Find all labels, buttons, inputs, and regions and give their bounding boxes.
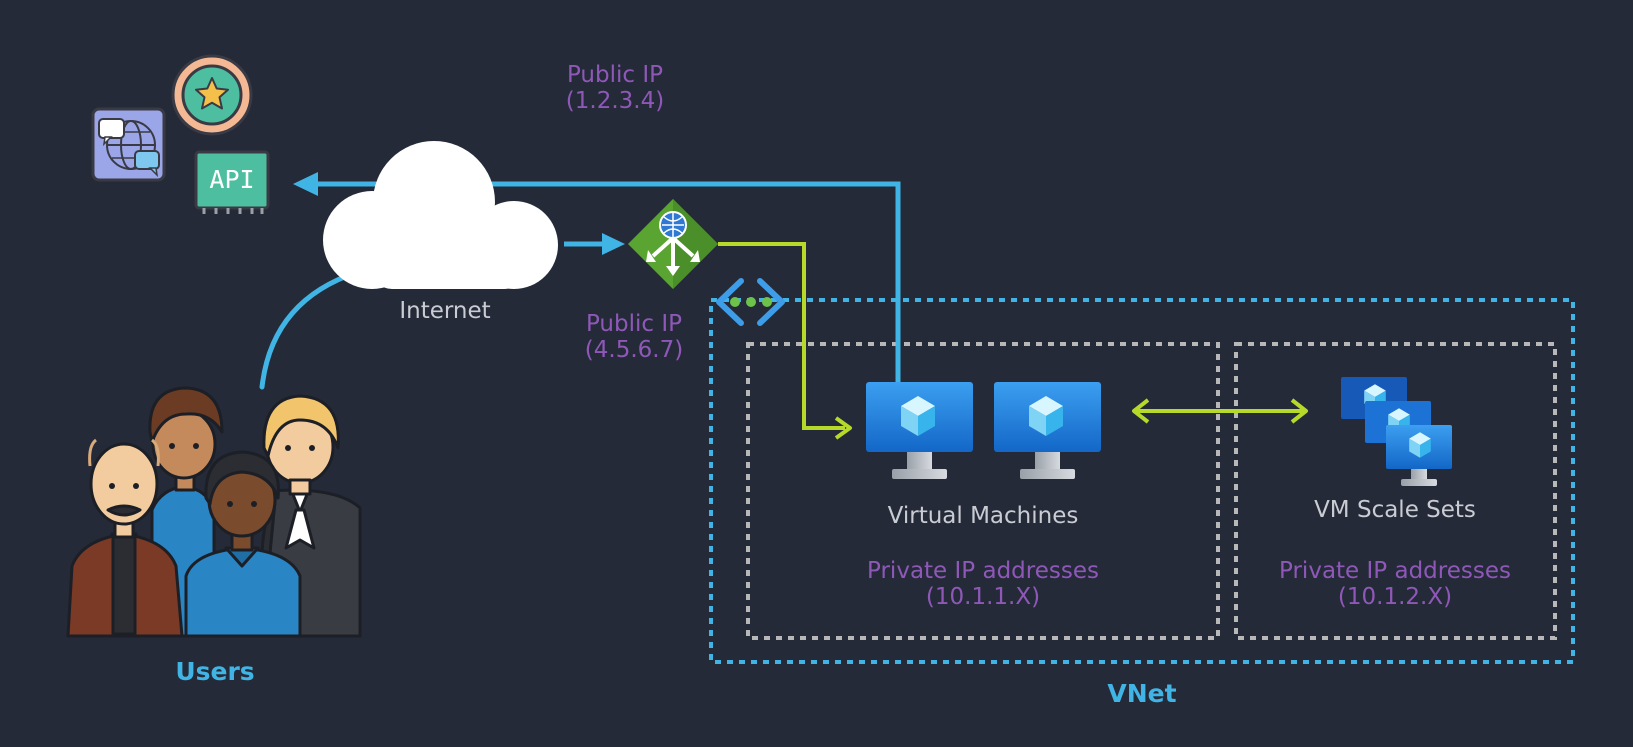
public-ip-label-lb: Public IP (4.5.6.7)	[559, 311, 709, 364]
api-badge-icon	[194, 150, 270, 214]
vm-private-ip-label: Private IP addresses (10.1.1.X)	[833, 558, 1133, 611]
public-ip-value: (4.5.6.7)	[584, 337, 684, 364]
virtual-machine-icon	[994, 382, 1101, 479]
subnet-vm-boundary	[746, 342, 1220, 640]
outbound-connection-line	[315, 181, 901, 384]
lb-to-vm-line	[718, 242, 845, 430]
private-ip-title: Private IP addresses	[867, 558, 1099, 584]
api-badge-label: API	[209, 165, 255, 194]
vmss-private-ip-label: Private IP addresses (10.1.2.X)	[1245, 558, 1545, 611]
vnet-icon	[716, 278, 785, 326]
public-ip-value: (1.2.3.4)	[565, 88, 665, 115]
user-face-details	[109, 443, 315, 507]
virtual-machines-label: Virtual Machines	[887, 503, 1079, 529]
subnet-vmss-boundary	[1234, 342, 1557, 640]
star-badge-icon	[171, 54, 253, 136]
vnet-label: VNet	[1107, 679, 1177, 708]
vm-scale-sets-label: VM Scale Sets	[1314, 497, 1476, 523]
internet-label: Internet	[399, 298, 491, 324]
private-ip-title: Private IP addresses	[1279, 558, 1511, 584]
users-label: Users	[175, 657, 255, 686]
public-ip-label-top: Public IP (1.2.3.4)	[540, 62, 690, 115]
public-ip-title: Public IP	[566, 62, 664, 88]
internet-cloud-icon	[323, 141, 558, 289]
globe-chat-icon	[91, 107, 166, 182]
public-ip-title: Public IP	[585, 311, 683, 337]
users-to-internet-line	[259, 269, 361, 390]
cloud-to-lb-arrowhead	[602, 233, 625, 255]
private-ip-value: (10.1.2.X)	[1337, 584, 1453, 611]
private-ip-value: (10.1.1.X)	[925, 584, 1041, 611]
users-group-icon	[66, 386, 362, 638]
load-balancer-icon	[628, 199, 718, 289]
vm-scale-set-icon	[1341, 377, 1452, 486]
virtual-machine-icon	[866, 382, 973, 479]
outbound-arrowhead	[293, 172, 318, 196]
